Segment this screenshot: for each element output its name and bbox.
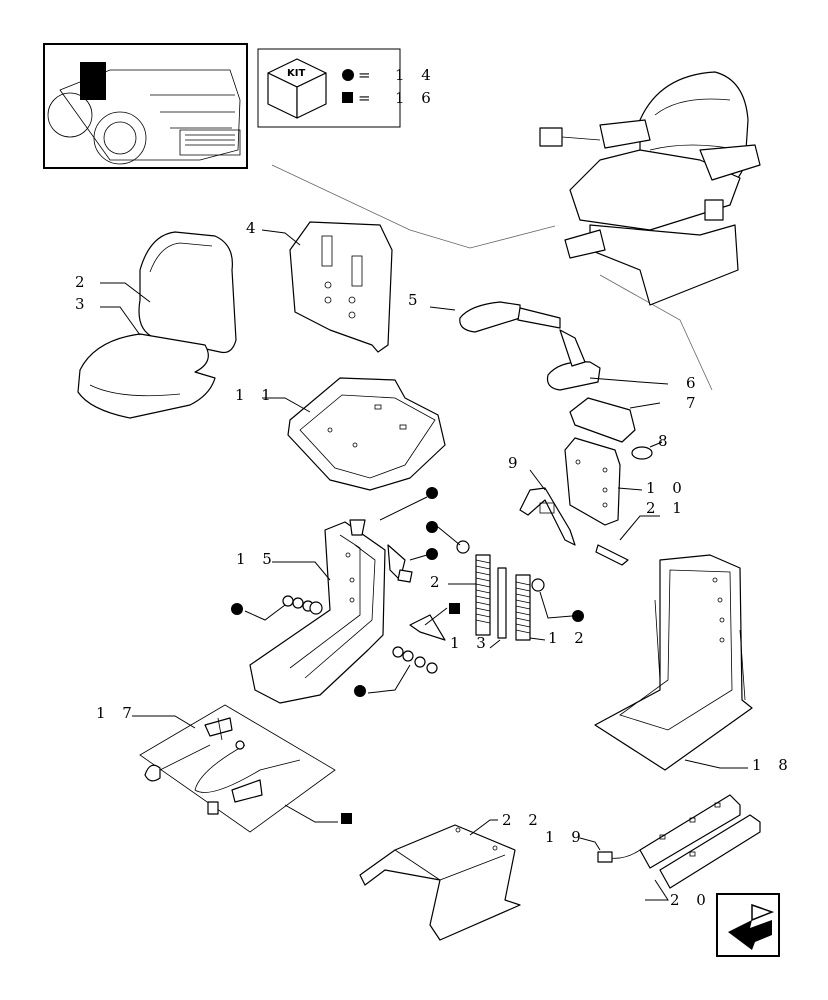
kit-box-icon: KIT [267, 58, 327, 119]
callout-6: 6 [686, 374, 702, 392]
callout-18: 1 8 [752, 756, 794, 774]
mounting-plate [359, 824, 521, 941]
callout-5: 5 [408, 291, 424, 309]
armrest-right [546, 329, 601, 391]
springs [475, 554, 531, 641]
retaining-pin [595, 544, 629, 566]
nav-arrow-icon[interactable] [716, 893, 780, 957]
callout-22: 2 2 [502, 811, 544, 829]
callout-13: 1 3 [450, 634, 492, 652]
callout-19: 1 9 [545, 828, 587, 846]
seat-pan [287, 377, 446, 491]
callout-2-lower: 2 [430, 573, 446, 591]
kit-legend: KIT = 1 4 = 1 6 [257, 48, 437, 128]
assembled-seat [539, 71, 761, 306]
callout-2: 2 [75, 273, 91, 291]
callout-8: 8 [658, 432, 674, 450]
suspension-base [249, 521, 386, 704]
seat-backrest-cushion [138, 231, 237, 354]
square-legend-icon [342, 92, 353, 103]
seat-bottom-cushion [77, 333, 216, 419]
callout-20: 2 0 [670, 891, 712, 909]
callout-9: 9 [508, 454, 524, 472]
callout-7: 7 [686, 394, 702, 412]
tractor-thumbnail-icon[interactable] [43, 43, 248, 169]
legend-eq-1: = [358, 66, 377, 84]
upright-bracket [564, 437, 621, 526]
legend-eq-2: = [358, 89, 377, 107]
callout-10: 1 0 [646, 479, 688, 497]
callout-labels: 2 3 4 5 6 7 8 9 1 0 2 1 1 1 1 5 2 1 3 1 … [75, 219, 794, 909]
slide-rails [597, 794, 761, 889]
circle-legend-icon [342, 69, 354, 81]
adjust-knob [631, 446, 653, 460]
legend-value-square: 1 6 [395, 89, 437, 107]
circle-markers [231, 487, 584, 824]
seat-back-frame [289, 221, 393, 353]
hardware-bolts [282, 519, 545, 674]
tension-rod [519, 487, 576, 546]
callout-11: 1 1 [235, 386, 277, 404]
callout-17: 1 7 [96, 704, 138, 722]
kit-label: KIT [287, 68, 305, 79]
callout-15: 1 5 [236, 550, 278, 568]
seat-base-large [594, 554, 753, 771]
legend-value-circle: 1 4 [395, 66, 437, 84]
callout-4: 4 [246, 219, 262, 237]
cable-kit [139, 704, 336, 833]
callout-21: 2 1 [646, 499, 688, 517]
armrest-bracket [569, 397, 636, 443]
armrest-left [459, 301, 561, 333]
callout-3: 3 [75, 295, 91, 313]
callout-12: 1 2 [548, 629, 590, 647]
